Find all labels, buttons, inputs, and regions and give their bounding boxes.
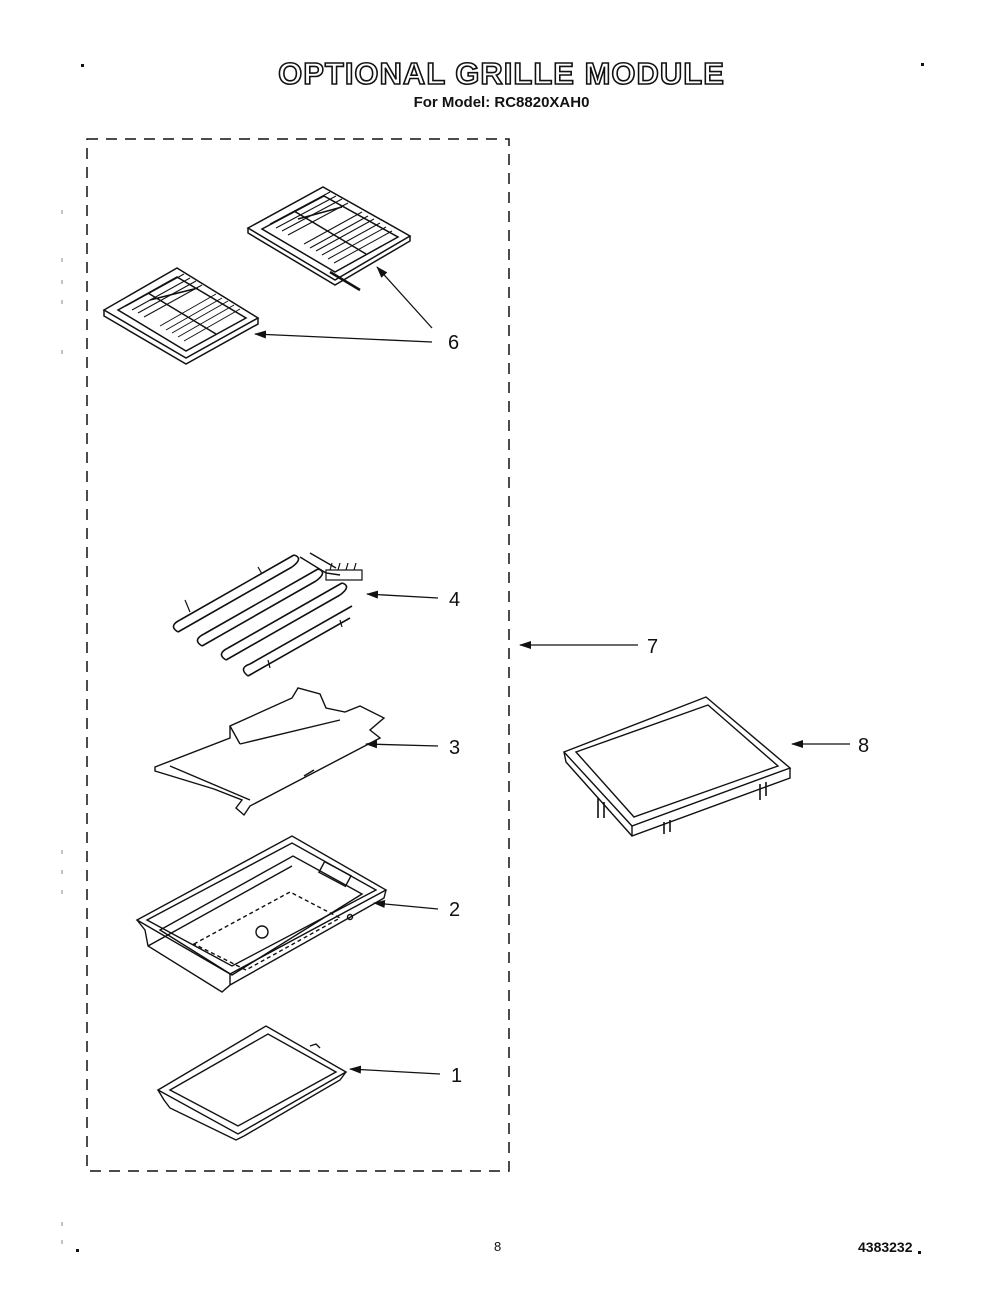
arrow-6-lower bbox=[254, 330, 433, 343]
registration-marks bbox=[76, 63, 924, 1254]
module-boundary-dashed bbox=[86, 138, 510, 1172]
grille-frame bbox=[562, 696, 792, 837]
document-number: 4383232 bbox=[858, 1239, 913, 1255]
arrow-6-upper bbox=[376, 266, 433, 329]
reflector-shield bbox=[154, 687, 386, 817]
page-title: OPTIONAL GRILLE MODULE bbox=[277, 55, 725, 92]
model-subtitle: For Model: RC8820XAH0 bbox=[413, 94, 590, 111]
callout-2: 2 bbox=[449, 899, 460, 921]
arrow-4 bbox=[366, 590, 439, 599]
arrow-3 bbox=[365, 740, 439, 749]
drip-pan bbox=[135, 835, 388, 993]
page-number: 8 bbox=[494, 1239, 502, 1254]
callout-8: 8 bbox=[858, 735, 869, 757]
callout-7: 7 bbox=[647, 636, 658, 658]
leader-arrows bbox=[254, 266, 850, 1075]
grease-tray bbox=[156, 1025, 348, 1141]
grille-upper bbox=[246, 186, 412, 292]
callout-1: 1 bbox=[451, 1065, 462, 1087]
callout-4: 4 bbox=[449, 589, 460, 611]
heating-element bbox=[172, 552, 363, 677]
callout-6: 6 bbox=[448, 332, 459, 354]
grille-lower bbox=[102, 267, 260, 365]
arrow-1 bbox=[349, 1065, 441, 1075]
arrow-2 bbox=[373, 900, 439, 910]
callout-3: 3 bbox=[449, 737, 460, 759]
